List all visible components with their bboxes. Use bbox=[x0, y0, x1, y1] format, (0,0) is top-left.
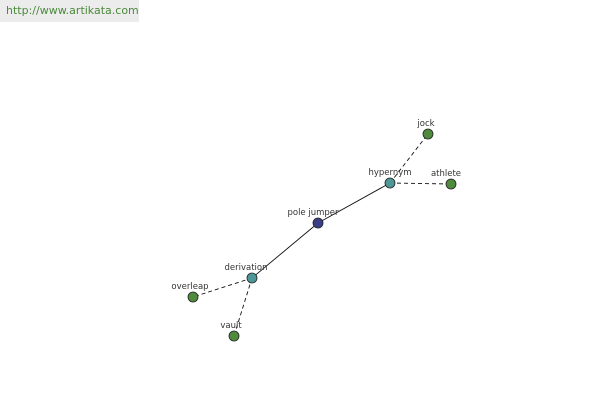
edge-pole-jumper-to-hypernym bbox=[317, 182, 391, 224]
node-label-overleap: overleap bbox=[171, 282, 208, 292]
node-circle-hypernym[interactable] bbox=[384, 177, 396, 189]
node-label-vault: vault bbox=[220, 321, 242, 331]
node-circle-vault[interactable] bbox=[228, 330, 240, 342]
node-derivation[interactable]: derivation bbox=[224, 263, 268, 284]
node-vault[interactable]: vault bbox=[220, 321, 242, 342]
node-hypernym[interactable]: hypernym bbox=[368, 168, 412, 189]
watermark-url: http://www.artikata.com bbox=[0, 0, 139, 22]
node-label-hypernym: hypernym bbox=[368, 168, 411, 178]
node-label-jock: jock bbox=[416, 119, 434, 129]
node-label-athlete: athlete bbox=[431, 169, 461, 179]
node-circle-derivation[interactable] bbox=[246, 272, 258, 284]
edge-hypernym-to-jock bbox=[389, 133, 429, 184]
edge-derivation-to-vault bbox=[233, 277, 253, 337]
graph-nodes: pole jumper hypernym derivation jock athlete… bbox=[171, 119, 461, 342]
node-circle-athlete[interactable] bbox=[445, 178, 457, 190]
node-circle-jock[interactable] bbox=[422, 128, 434, 140]
node-circle-overleap[interactable] bbox=[187, 291, 199, 303]
node-label-pole-jumper: pole jumper bbox=[287, 208, 339, 218]
graph-edges bbox=[192, 133, 452, 337]
edge-pole-jumper-to-derivation bbox=[251, 222, 319, 279]
node-circle-pole-jumper[interactable] bbox=[312, 217, 324, 229]
node-athlete[interactable]: athlete bbox=[431, 169, 461, 190]
node-pole-jumper[interactable]: pole jumper bbox=[287, 208, 339, 229]
node-label-derivation: derivation bbox=[224, 263, 267, 273]
node-jock[interactable]: jock bbox=[416, 119, 435, 140]
edge-hypernym-to-athlete bbox=[389, 182, 452, 185]
node-overleap[interactable]: overleap bbox=[171, 282, 209, 303]
edge-derivation-to-overleap bbox=[192, 277, 253, 298]
